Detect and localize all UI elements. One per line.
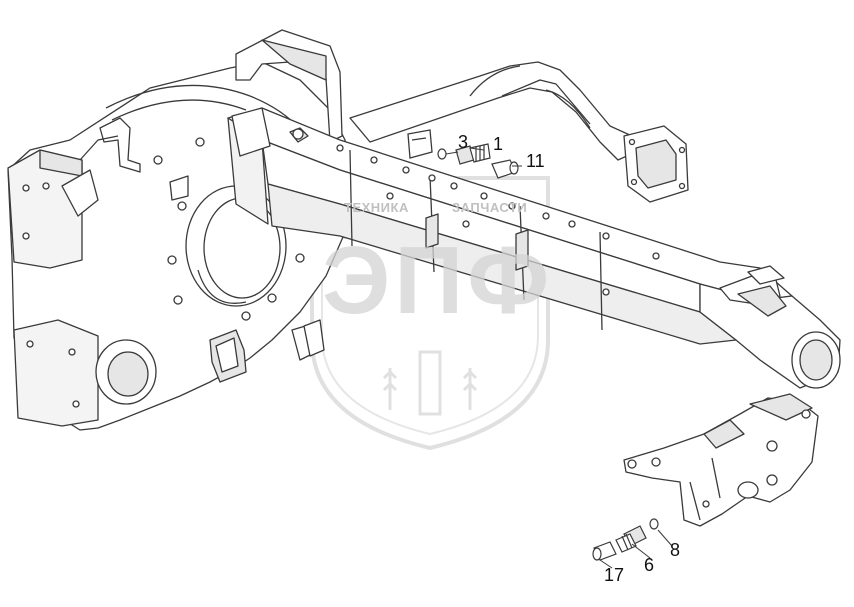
support-bracket bbox=[623, 393, 819, 527]
leader-lines bbox=[445, 147, 673, 569]
leader-17 bbox=[599, 559, 613, 569]
part-sensor-6 bbox=[592, 518, 659, 561]
watermark-shield bbox=[310, 176, 550, 451]
leader-6 bbox=[631, 543, 651, 559]
leader-1 bbox=[469, 147, 485, 151]
frame-beam bbox=[227, 107, 841, 389]
watermark-shield-inner bbox=[321, 237, 539, 436]
callout-6: 6 bbox=[644, 555, 655, 575]
watermark-left-text: ТЕХНИКА bbox=[344, 200, 409, 215]
callout-1: 1 bbox=[493, 134, 504, 154]
leader-3 bbox=[445, 151, 459, 155]
watermark-big-text: ЭПФ bbox=[322, 227, 554, 334]
watermark-right-text: ЗАПЧАСТИ bbox=[452, 200, 528, 215]
watermark-wheat-icon bbox=[382, 368, 478, 410]
callout-17: 17 bbox=[604, 565, 625, 585]
callout-3: 3 bbox=[458, 132, 469, 152]
watermark-tower-icon bbox=[418, 350, 442, 416]
leader-8 bbox=[657, 529, 673, 547]
exhaust-pipe bbox=[349, 61, 689, 203]
clip-bracket bbox=[407, 129, 433, 159]
part-sensor-1 bbox=[437, 143, 519, 179]
watermark-logo bbox=[310, 176, 550, 451]
callout-11: 11 bbox=[526, 151, 545, 171]
callout-8: 8 bbox=[670, 540, 681, 560]
